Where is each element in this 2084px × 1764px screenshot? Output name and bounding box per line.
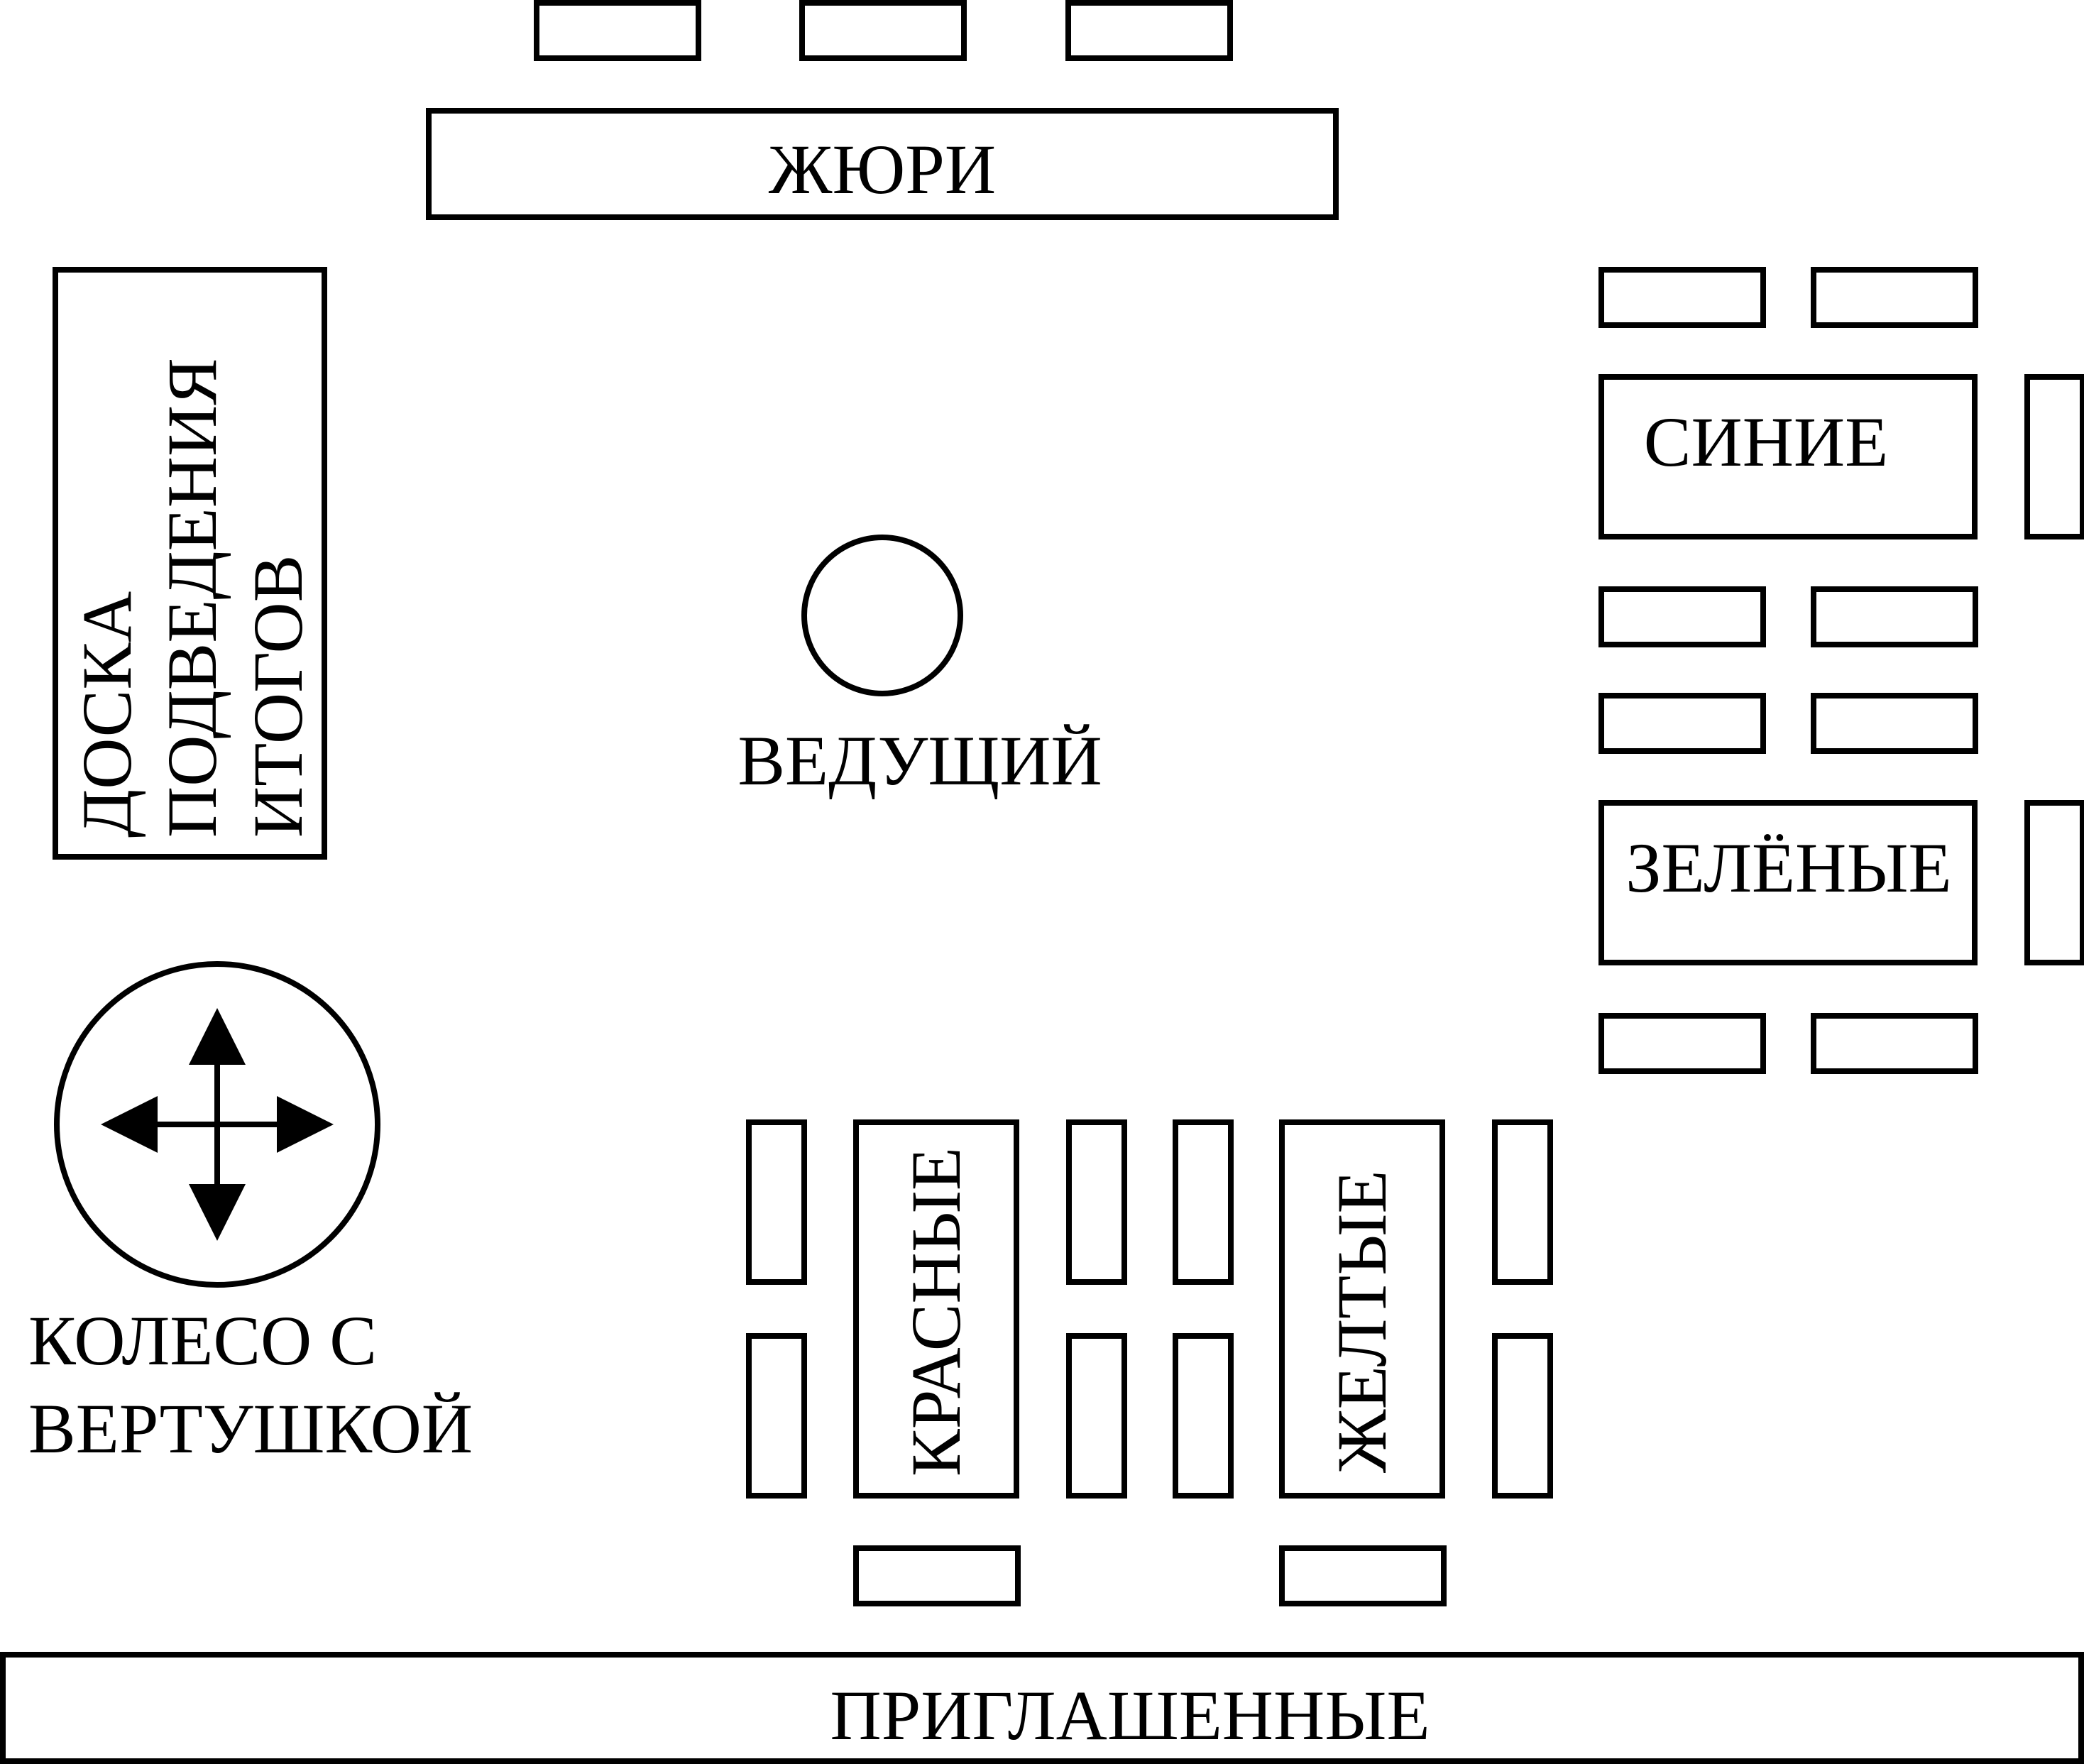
red-team-chair: [853, 1545, 1021, 1606]
red-team-chair: [746, 1333, 807, 1499]
guests-area: ПРИГЛАШЕННЫЕ: [0, 1652, 2084, 1764]
green-team-chair: [1811, 693, 1978, 754]
jury-chair: [1065, 0, 1233, 61]
wheel-label-line2: ВЕРТУШКОЙ: [28, 1389, 473, 1468]
yellow-team-chair: [1173, 1333, 1234, 1499]
red-team-chair: [1066, 1119, 1127, 1285]
jury-table: ЖЮРИ: [426, 108, 1339, 220]
blue-team-chair: [2024, 374, 2084, 539]
red-team-table: КРАСНЫЕ: [853, 1119, 1019, 1499]
green-team-chair: [2024, 800, 2084, 965]
green-team-chair: [1598, 693, 1766, 754]
yellow-team-chair: [1279, 1545, 1447, 1606]
host-circle: [801, 535, 963, 696]
results-board-label-line2: ПОДВЕДЕНИЯ: [153, 358, 231, 838]
host-label: ВЕДУЩИЙ: [737, 721, 1102, 800]
green-team-table: ЗЕЛЁНЫЕ: [1598, 800, 1978, 965]
yellow-team-chair: [1492, 1333, 1553, 1499]
results-board: ДОСКА ПОДВЕДЕНИЯ ИТОГОВ: [53, 267, 327, 860]
green-team-chair: [1811, 1013, 1978, 1074]
jury-chair: [534, 0, 701, 61]
red-team-chair: [1066, 1333, 1127, 1499]
yellow-team-label: ЖЕЛТЫЕ: [1322, 1170, 1401, 1473]
results-board-label-line3: ИТОГОВ: [238, 555, 317, 838]
blue-team-chair: [1598, 586, 1766, 647]
four-way-arrow-icon: [101, 1008, 334, 1241]
blue-team-label: СИНИЕ: [1644, 402, 1888, 481]
results-board-label-line1: ДОСКА: [67, 591, 146, 838]
host: ВЕДУЩИЙ: [737, 535, 1102, 800]
guests-label: ПРИГЛАШЕННЫЕ: [830, 1676, 1430, 1755]
jury-chair: [799, 0, 967, 61]
blue-team-chair: [1811, 586, 1978, 647]
wheel-with-spinner: КОЛЕСО С ВЕРТУШКОЙ: [28, 961, 473, 1468]
yellow-team-chair: [1173, 1119, 1234, 1285]
red-team-label: КРАСНЫЕ: [896, 1147, 975, 1477]
blue-team-chair: [1598, 267, 1766, 328]
blue-team-chair: [1811, 267, 1978, 328]
blue-team-table: СИНИЕ: [1598, 374, 1978, 539]
wheel-label-line1: КОЛЕСО С: [28, 1301, 377, 1380]
yellow-team-chair: [1492, 1119, 1553, 1285]
yellow-team-table: ЖЕЛТЫЕ: [1279, 1119, 1445, 1499]
green-team-chair: [1598, 1013, 1766, 1074]
green-team-label: ЗЕЛЁНЫЕ: [1625, 828, 1951, 907]
red-team-chair: [746, 1119, 807, 1285]
wheel-circle: [54, 961, 380, 1288]
jury-label: ЖЮРИ: [769, 130, 996, 209]
